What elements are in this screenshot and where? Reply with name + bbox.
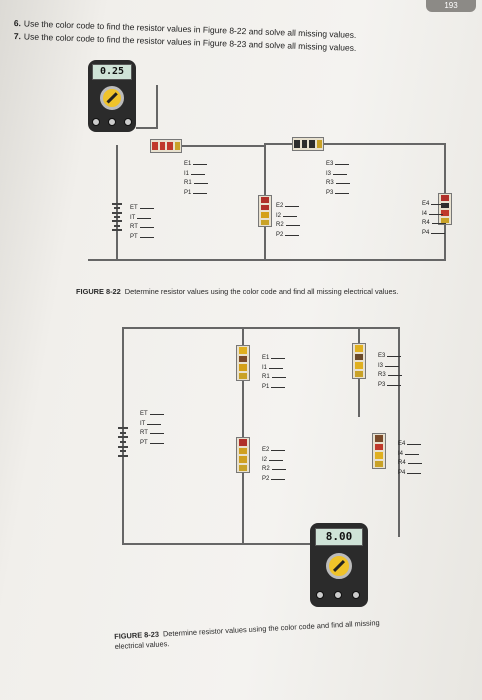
color-band bbox=[167, 142, 173, 150]
color-band bbox=[375, 435, 383, 442]
figure-8-23-circuit: ET IT RT PT E1 I1 R1 P1 E2 I2 R2 P2 bbox=[118, 327, 452, 617]
wire bbox=[136, 127, 158, 129]
wire bbox=[122, 327, 400, 329]
r1-values: E1 I1 R1 P1 bbox=[262, 353, 286, 391]
multimeter: 0.25 bbox=[88, 60, 136, 132]
color-band bbox=[261, 204, 269, 210]
r1-values: E1 I1 R1 P1 bbox=[184, 159, 208, 197]
figure-label: FIGURE 8-22 bbox=[76, 287, 121, 296]
color-band bbox=[355, 353, 363, 360]
color-band bbox=[316, 140, 322, 148]
meter-jack bbox=[352, 591, 360, 599]
resistor-r4 bbox=[438, 193, 452, 225]
color-band bbox=[261, 197, 269, 203]
wire bbox=[156, 145, 266, 147]
meter-jack bbox=[92, 118, 100, 126]
color-band bbox=[375, 443, 383, 450]
r4-values: E4 I4 R4 P4 bbox=[422, 199, 446, 237]
meter-dial bbox=[326, 553, 352, 579]
r4-values: E4 I4 R4 P4 bbox=[398, 439, 422, 477]
wire bbox=[116, 145, 118, 259]
color-band bbox=[375, 460, 383, 467]
color-band bbox=[239, 439, 247, 446]
wire bbox=[266, 143, 446, 145]
wire bbox=[88, 259, 446, 261]
color-band bbox=[441, 210, 449, 216]
color-band bbox=[294, 140, 300, 148]
color-band bbox=[174, 142, 180, 150]
multimeter: 8.00 bbox=[310, 523, 368, 607]
meter-jack bbox=[124, 118, 132, 126]
resistor-r3 bbox=[292, 137, 324, 151]
color-band bbox=[309, 140, 315, 148]
resistor-r3 bbox=[352, 343, 366, 379]
wire bbox=[122, 543, 312, 545]
color-band bbox=[239, 364, 247, 371]
color-band bbox=[441, 195, 449, 201]
resistor-r4 bbox=[372, 433, 386, 469]
color-band bbox=[239, 456, 247, 463]
color-band bbox=[239, 464, 247, 471]
caption-text: Determine resistor values using the colo… bbox=[124, 287, 399, 296]
r2-values: E2 I2 R2 P2 bbox=[276, 201, 300, 239]
question-number: 6. bbox=[13, 18, 22, 29]
page-number: 193 bbox=[426, 0, 476, 12]
meter-display: 0.25 bbox=[92, 64, 132, 80]
wire bbox=[156, 85, 158, 129]
resistor-r2 bbox=[258, 195, 272, 227]
color-band bbox=[239, 447, 247, 454]
question-number: 7. bbox=[13, 31, 22, 42]
meter-jack bbox=[334, 591, 342, 599]
meter-jack bbox=[108, 118, 116, 126]
r2-values: E2 I2 R2 P2 bbox=[262, 445, 286, 483]
color-band bbox=[355, 370, 363, 377]
meter-display: 8.00 bbox=[315, 528, 363, 546]
color-band bbox=[441, 217, 449, 223]
wire bbox=[122, 327, 124, 545]
resistor-r1 bbox=[150, 139, 182, 153]
color-band bbox=[355, 345, 363, 352]
color-band bbox=[239, 372, 247, 379]
meter-jack bbox=[316, 591, 324, 599]
battery-source bbox=[118, 427, 128, 457]
wire bbox=[242, 327, 244, 545]
wire bbox=[398, 327, 400, 537]
r3-values: E3 I3 R3 P3 bbox=[326, 159, 350, 197]
color-band bbox=[261, 219, 269, 225]
meter-dial bbox=[100, 86, 124, 110]
color-band bbox=[239, 355, 247, 362]
color-band bbox=[261, 212, 269, 218]
figure-8-22-circuit: 0.25 E1 I1 R1 P1 bbox=[88, 55, 458, 277]
color-band bbox=[355, 362, 363, 369]
color-band bbox=[441, 202, 449, 208]
source-values: ET IT RT PT bbox=[140, 409, 164, 447]
r3-values: E3 I3 R3 P3 bbox=[378, 351, 402, 389]
battery-source bbox=[112, 203, 122, 231]
source-values: ET IT RT PT bbox=[130, 203, 154, 241]
color-band bbox=[301, 140, 307, 148]
resistor-r1 bbox=[236, 345, 250, 381]
resistor-r2 bbox=[236, 437, 250, 473]
color-band bbox=[239, 347, 247, 354]
color-band bbox=[152, 142, 158, 150]
color-band bbox=[375, 452, 383, 459]
color-band bbox=[159, 142, 165, 150]
